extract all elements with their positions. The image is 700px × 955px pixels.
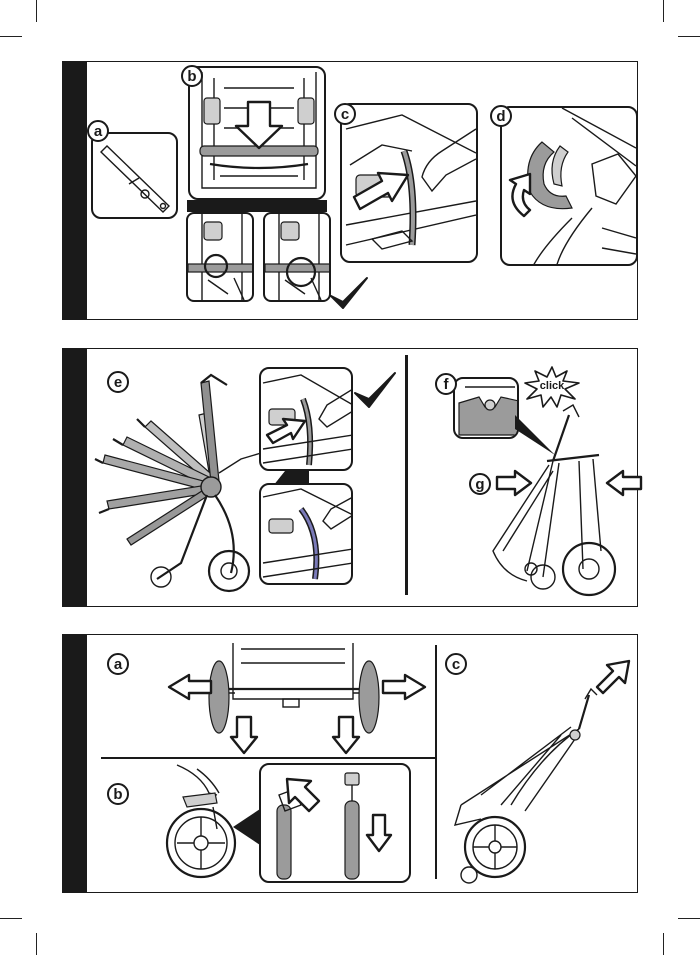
step-badge-c: c — [334, 103, 356, 125]
section-divider — [101, 757, 435, 759]
handle-illustration — [93, 134, 178, 219]
step-badge-d: d — [490, 105, 512, 127]
latch-closeup-right — [265, 214, 331, 302]
check-icon — [353, 371, 397, 411]
down-arrow — [331, 715, 361, 755]
step-badge-b: b — [181, 65, 203, 87]
crop-mark — [678, 36, 700, 37]
right-arrow — [342, 105, 478, 263]
crop-mark — [663, 933, 664, 955]
crop-mark — [36, 0, 37, 22]
section-side-bar — [63, 349, 87, 606]
click-label: click — [537, 380, 567, 392]
instruction-section-3: a b — [62, 634, 638, 893]
latch-closeup-left — [188, 214, 254, 302]
down-arrow — [229, 715, 259, 755]
panel-b-detail-right — [263, 212, 331, 302]
panel-d-hook-rotate — [500, 106, 638, 266]
section-side-bar — [63, 62, 87, 319]
instruction-section-2: e — [62, 348, 638, 607]
folded-stroller-illustration — [483, 401, 633, 601]
step-badge-f: f — [435, 373, 457, 395]
step-badge-b: b — [107, 783, 129, 805]
instruction-section-1: a b — [62, 61, 638, 320]
crop-mark — [0, 36, 22, 37]
panel-c-pull-bar — [340, 103, 478, 263]
panel-b-seat-top — [188, 66, 326, 200]
squeeze-arrow-right — [603, 469, 643, 497]
panel-b-detail-left — [186, 212, 254, 302]
pull-up-arrow — [593, 657, 633, 697]
panel-e-pull-top — [259, 367, 353, 471]
check-icon — [329, 276, 369, 312]
step-badge-g: g — [469, 473, 491, 495]
crop-mark — [663, 0, 664, 22]
pull-bar-blue-illustration — [261, 485, 353, 585]
down-arrow — [190, 68, 326, 200]
section-side-bar — [63, 635, 87, 892]
step-badge-a: a — [107, 653, 129, 675]
right-arrow — [261, 369, 353, 471]
release-arrows — [261, 765, 411, 883]
wheel-out-arrow-right — [381, 673, 427, 701]
rotate-arrow — [502, 108, 638, 266]
section-divider — [405, 355, 408, 595]
panel-b-wheel-release — [259, 763, 411, 883]
squeeze-arrow-left — [495, 469, 535, 497]
section-divider — [435, 645, 437, 879]
wheel-out-arrow-left — [167, 673, 213, 701]
crop-mark — [0, 918, 22, 919]
crop-mark — [36, 933, 37, 955]
handle-fold-sequence — [91, 363, 261, 603]
panel-e-pull-bottom — [259, 483, 353, 585]
crop-mark — [678, 918, 700, 919]
step-badge-a: a — [87, 120, 109, 142]
panel-a-handle-detail — [91, 132, 178, 219]
